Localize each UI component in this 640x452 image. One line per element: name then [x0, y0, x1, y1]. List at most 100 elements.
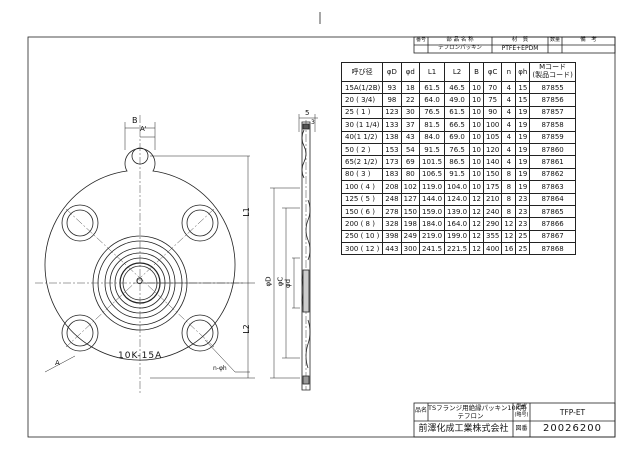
- table-cell: 241.5: [418, 242, 446, 256]
- table-cell: 4: [501, 142, 517, 157]
- table-cell: 210: [482, 192, 503, 206]
- table-cell: 127: [400, 192, 420, 206]
- table-cell: 15: [515, 80, 531, 95]
- dim-B-label: B: [132, 116, 138, 125]
- table-cell: 84.0: [418, 130, 446, 144]
- table-cell: 65(2 1/2): [340, 155, 384, 169]
- table-cell: 10: [469, 155, 484, 169]
- table-cell: 80: [400, 167, 420, 182]
- table-cell: 10: [469, 130, 484, 144]
- table-cell: 64.0: [418, 93, 446, 107]
- table-cell: 18: [400, 80, 420, 95]
- table-cell: 69: [400, 155, 420, 169]
- table-cell: 8: [501, 192, 517, 206]
- dim-phid-label: φd: [284, 278, 293, 289]
- table-cell: 208: [382, 180, 402, 194]
- table-cell: 12: [469, 217, 484, 231]
- table-cell: 81.5: [418, 118, 446, 132]
- dim-L1-label: L1: [241, 207, 251, 217]
- table-cell: 87855: [529, 80, 576, 95]
- table-cell: 19: [515, 105, 531, 120]
- parts-col-name: 部 品 名 称: [446, 37, 474, 43]
- table-cell: 15A(1/2B): [340, 80, 384, 95]
- stamp-label: 10K-15A: [118, 351, 163, 361]
- table-cell: 10: [469, 105, 484, 120]
- table-cell: 250 ( 10 ): [340, 229, 384, 244]
- table-cell: 4: [501, 93, 517, 107]
- table-cell: 199.0: [444, 229, 471, 244]
- spec-header-cell: L1: [418, 62, 446, 82]
- table-cell: 30: [400, 105, 420, 120]
- table-cell: 400: [482, 242, 503, 256]
- table-cell: 198: [400, 217, 420, 231]
- parts-row-material: PTFE+EPDM: [501, 45, 539, 52]
- table-cell: 25: [515, 242, 531, 256]
- table-cell: 278: [382, 204, 402, 219]
- table-cell: 23: [515, 217, 531, 231]
- table-cell: 10: [469, 142, 484, 157]
- table-cell: 30 (1 1/4): [340, 118, 384, 132]
- table-cell: 98: [382, 93, 402, 107]
- table-cell: 200 ( 8 ): [340, 217, 384, 231]
- table-cell: 150: [482, 167, 503, 182]
- table-cell: 150 ( 6 ): [340, 204, 384, 219]
- center-O-label: O: [136, 277, 144, 287]
- spec-header-cell: L2: [444, 62, 471, 82]
- table-cell: 328: [382, 217, 402, 231]
- table-cell: 4: [501, 105, 517, 120]
- table-cell: 119.0: [418, 180, 446, 194]
- table-cell: 184.0: [418, 217, 446, 231]
- title-name-label: 品名: [414, 407, 427, 414]
- table-cell: 183: [382, 167, 402, 182]
- spec-header-cell: B: [469, 62, 484, 82]
- table-cell: 91.5: [444, 167, 471, 182]
- model-value: TFP-ET: [559, 408, 586, 417]
- table-cell: 139.0: [444, 204, 471, 219]
- spec-header-cell: φh: [515, 62, 531, 82]
- table-cell: 4: [501, 80, 517, 95]
- table-cell: 10: [469, 180, 484, 194]
- section-view: [301, 121, 311, 391]
- table-cell: 87868: [529, 242, 576, 256]
- table-cell: 93: [382, 80, 402, 95]
- table-cell: 120: [482, 142, 503, 157]
- table-cell: 100 ( 4 ): [340, 180, 384, 194]
- table-cell: 173: [382, 155, 402, 169]
- table-cell: 153: [382, 142, 402, 157]
- dim-3-label: 3: [311, 119, 315, 126]
- table-cell: 10: [469, 118, 484, 132]
- table-cell: 87864: [529, 192, 576, 206]
- table-cell: 19: [515, 130, 531, 144]
- table-cell: 25: [515, 229, 531, 244]
- table-cell: 10: [469, 167, 484, 182]
- table-cell: 12: [469, 229, 484, 244]
- parts-col-material: 材 質: [511, 37, 529, 43]
- table-cell: 20 ( 3/4): [340, 93, 384, 107]
- table-cell: 105: [482, 130, 503, 144]
- table-cell: 221.5: [444, 242, 471, 256]
- table-cell: 19: [515, 118, 531, 132]
- table-cell: 100: [482, 118, 503, 132]
- table-cell: 12: [469, 242, 484, 256]
- table-cell: 90: [482, 105, 503, 120]
- spec-header-cell: φd: [400, 62, 420, 82]
- parts-col-qty: 数量: [549, 37, 560, 43]
- table-cell: 443: [382, 242, 402, 256]
- table-cell: 87857: [529, 105, 576, 120]
- dim-A-prime-label: A': [140, 125, 147, 133]
- table-cell: 46.5: [444, 80, 471, 95]
- table-cell: 87866: [529, 217, 576, 231]
- table-cell: 164.0: [444, 217, 471, 231]
- table-cell: 138: [382, 130, 402, 144]
- table-cell: 102: [400, 180, 420, 194]
